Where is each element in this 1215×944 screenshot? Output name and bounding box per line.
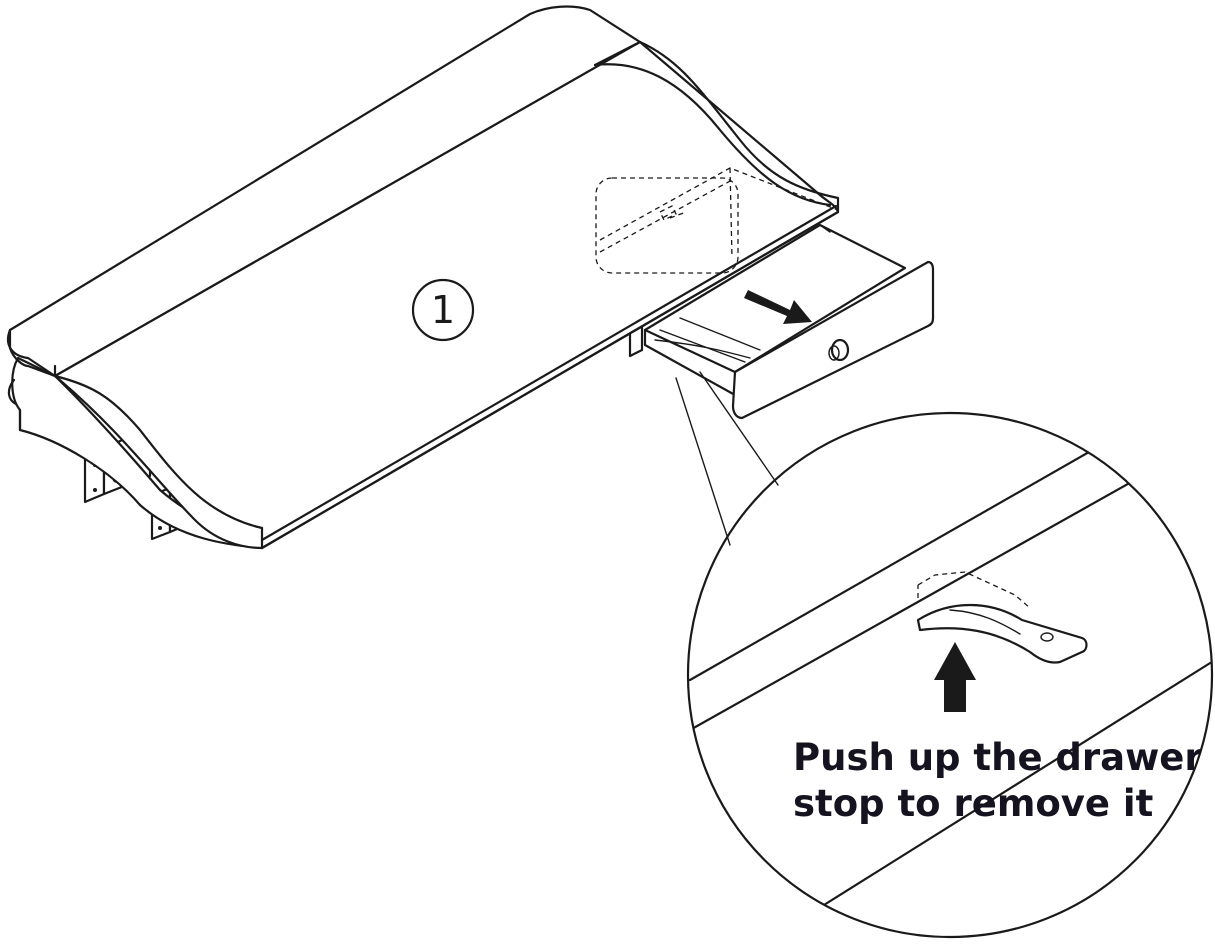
- desktop-surface: [53, 40, 840, 550]
- drawer-front: [731, 260, 935, 420]
- drawer: [643, 223, 935, 420]
- magnifier-circle: [686, 411, 1214, 939]
- drawer-stop-hidden-detail: [595, 167, 839, 274]
- push-up-arrow: [934, 642, 976, 712]
- drawer-knob: [828, 338, 850, 362]
- instruction-caption-line-2: stop to remove it: [793, 782, 1153, 825]
- left-end-panel: [7, 356, 264, 550]
- magnified-detail-view: Push up the drawer stop to remove it: [686, 411, 1214, 939]
- instruction-caption-line-1: Push up the drawer: [793, 736, 1203, 779]
- drawer-stop: [916, 571, 1088, 664]
- pull-direction-arrow: [744, 290, 812, 324]
- desk-unit: 1: [6, 5, 935, 550]
- part-number-callout: 1: [411, 278, 475, 342]
- part-number-circle: [411, 278, 475, 342]
- magnifier-leader-left: [675, 377, 731, 546]
- magnifier-leader-right: [699, 371, 779, 486]
- part-number-label: 1: [431, 288, 455, 332]
